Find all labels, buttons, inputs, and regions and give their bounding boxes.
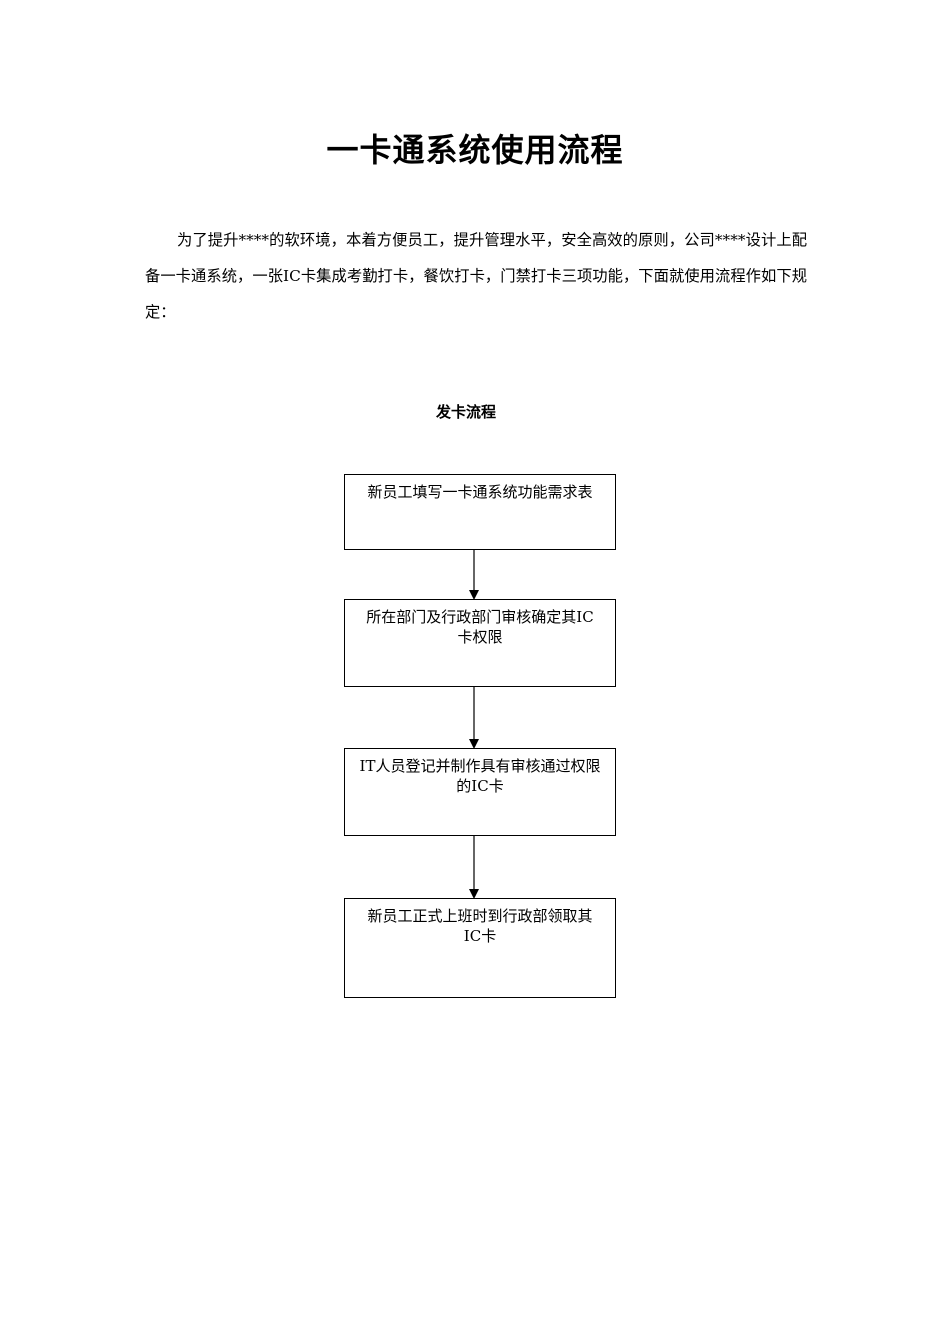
intro-paragraph: 为了提升****的软环境，本着方便员工，提升管理水平，安全高效的原则，公司***… (145, 231, 807, 321)
flow-step-3: IT人员登记并制作具有审核通过权限的IC卡 (344, 748, 616, 836)
flow-step-2: 所在部门及行政部门审核确定其IC卡权限 (344, 599, 616, 687)
flow-step-4: 新员工正式上班时到行政部领取其IC卡 (344, 898, 616, 998)
flow-arrow-3 (469, 836, 479, 899)
flow-arrow-1 (469, 550, 479, 600)
flow-arrow-2 (469, 687, 479, 749)
flowchart-heading: 发卡流程 (435, 403, 496, 421)
flow-step-1: 新员工填写一卡通系统功能需求表 (344, 474, 616, 550)
document-title: 一卡通系统使用流程 (326, 131, 624, 169)
